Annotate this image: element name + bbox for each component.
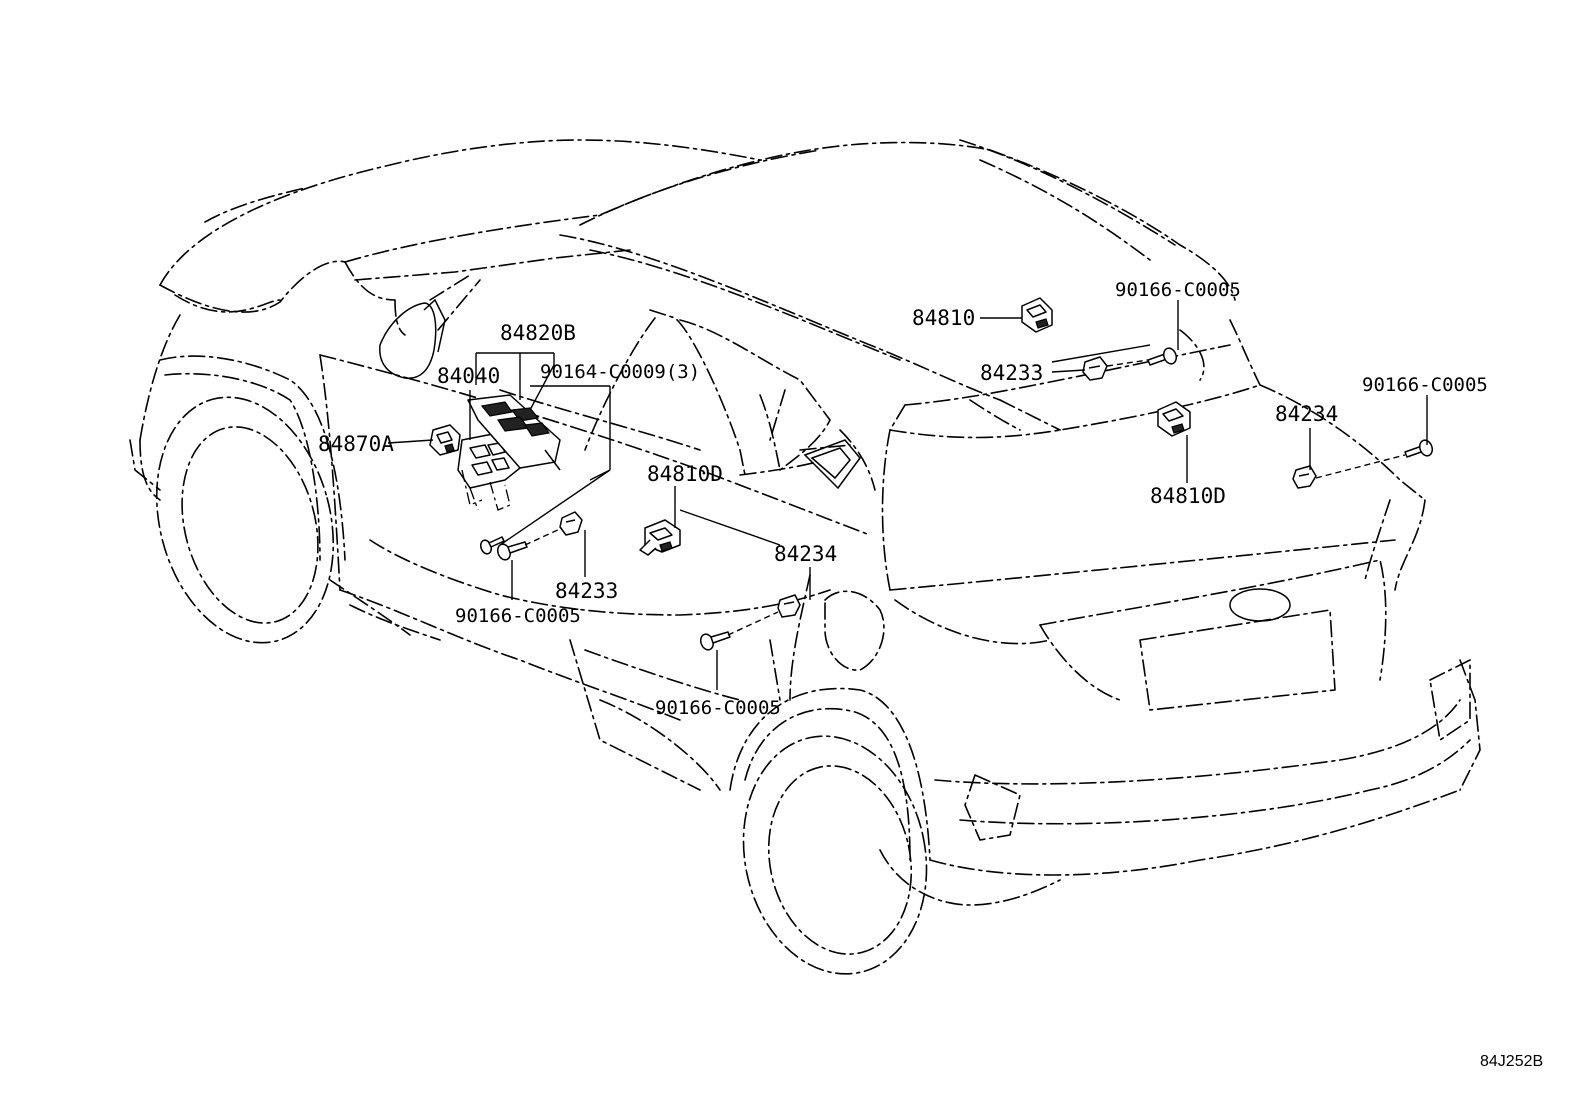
label-84810D-right: 84810D [1150,484,1226,508]
screw-icon [699,631,731,651]
diagram-code: 84J252B [1480,1053,1543,1070]
screw-icon [1147,347,1178,366]
clip-icon [1292,465,1317,489]
car-outline-icon [129,139,1481,975]
label-90166-C0005-left: 90166-C0005 [455,605,581,627]
label-84040: 84040 [437,364,500,388]
label-90164-C0009: 90164-C0009(3) [540,361,700,383]
label-84234-right: 84234 [1275,402,1338,426]
screw-icon [479,536,528,561]
switch-icon [1157,401,1191,437]
label-84820B: 84820B [500,321,576,345]
label-90166-C0005-top: 90166-C0005 [1115,279,1241,301]
clip-icon [1082,356,1108,381]
switch-panel-icon [467,394,561,471]
label-84810: 84810 [912,306,975,330]
clip-icon [559,511,583,536]
clip-icon [777,594,801,618]
label-84870A: 84870A [318,432,394,456]
switch-icon [1021,297,1053,333]
label-84233-left: 84233 [555,579,618,603]
label-84233-right: 84233 [980,361,1043,385]
connector-icon [429,424,461,456]
label-84810D-left: 84810D [647,462,723,486]
switch-icon [639,519,681,556]
label-84234-mid: 84234 [774,542,837,566]
leader-lines [387,300,1428,690]
screw-icon [1404,439,1434,458]
label-90166-C0005-right: 90166-C0005 [1362,374,1488,396]
part-labels: 84820B 84040 90164-C0009(3) 84870A 84810… [318,279,1543,1070]
label-90166-C0005-bottom: 90166-C0005 [655,697,781,719]
